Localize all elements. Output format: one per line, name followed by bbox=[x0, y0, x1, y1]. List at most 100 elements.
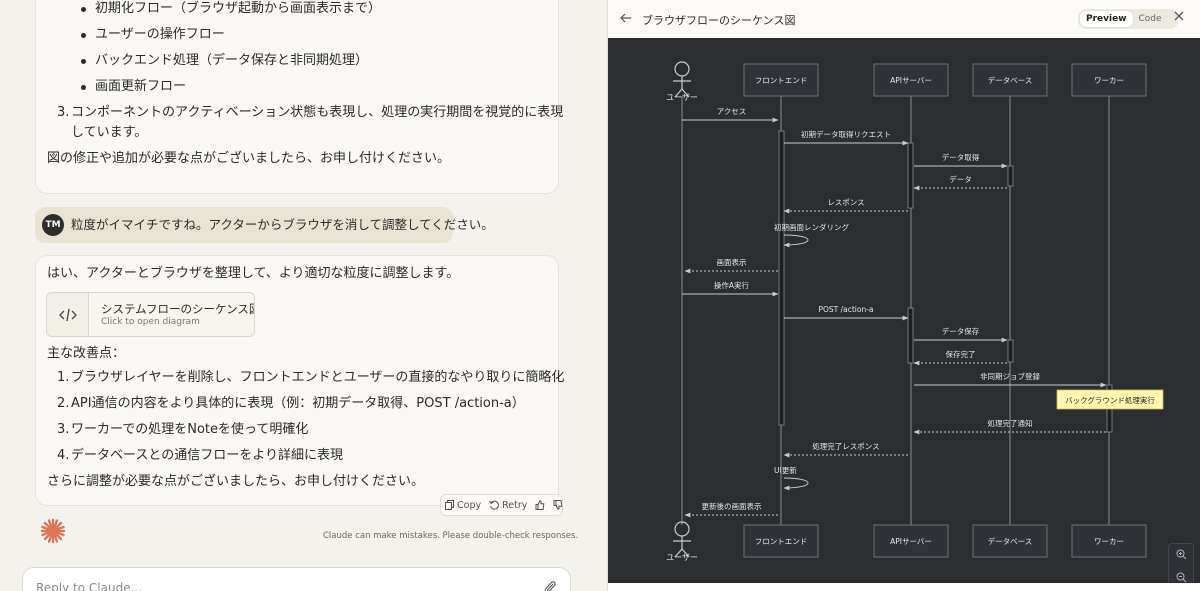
message-arrow-5 bbox=[783, 234, 809, 248]
participant-box-1-top bbox=[873, 63, 949, 97]
message-label-3: データ bbox=[949, 174, 972, 184]
message-label-2: データ取得 bbox=[942, 152, 980, 162]
actor-label-bottom: ユーザー bbox=[666, 553, 698, 562]
retry-label: Retry bbox=[502, 499, 528, 511]
participant-box-0-top bbox=[743, 63, 819, 97]
view-toggle: Preview Code bbox=[1078, 9, 1178, 29]
item-text: データベースとの通信フローをより詳細に表現 bbox=[71, 448, 343, 463]
back-arrow-icon[interactable] bbox=[620, 11, 632, 27]
copy-label: Copy bbox=[457, 499, 482, 511]
assistant-message-previous: 初期化フロー（ブラウザ起動から画面表示まで） ユーザーの操作フロー バックエンド… bbox=[35, 0, 563, 194]
thumbs-down-icon bbox=[553, 500, 563, 510]
assistant-message: はい、アクターとブラウザを整理して、より適切な粒度に調整します。 主な改善点： … bbox=[35, 255, 564, 506]
claude-logo-icon bbox=[40, 518, 66, 548]
item-text: ブラウザレイヤーを削除し、フロントエンドとユーザーの直接的なやり取りに簡略化 bbox=[71, 370, 565, 385]
bullet-text: 初期化フロー（ブラウザ起動から画面表示まで） bbox=[95, 1, 382, 16]
artifact-panel-title: ブラウザフローのシーケンス図 bbox=[642, 14, 796, 27]
participant-box-2-bottom bbox=[972, 524, 1048, 558]
chat-pane: 初期化フロー（ブラウザ起動から画面表示まで） ユーザーの操作フロー バックエンド… bbox=[22, 0, 579, 591]
item-number: 2. bbox=[57, 396, 70, 411]
artifact-card[interactable]: システムフローのシーケンス図 Click to open diagram bbox=[46, 292, 255, 337]
thumbs-up-button[interactable] bbox=[531, 500, 549, 510]
message-label-1: 初期データ取得リクエスト bbox=[801, 129, 891, 139]
copy-button[interactable]: Copy bbox=[441, 500, 485, 511]
improvements-heading: 主な改善点： bbox=[47, 346, 126, 361]
participant-box-3-top bbox=[1071, 63, 1147, 97]
artifact-panel: ブラウザフローのシーケンス図 Preview Code ユーザーユーザーフロント… bbox=[607, 0, 1200, 591]
participant-label-0-top: フロントエンド bbox=[755, 76, 808, 85]
reply-placeholder: Reply to Claude... bbox=[36, 581, 143, 591]
actor-leg-left-bottom bbox=[674, 548, 683, 558]
activation-bar-2 bbox=[907, 307, 914, 364]
message-label-13: 処理完了レスポンス bbox=[812, 441, 879, 451]
numbered-item: 3. コンポーネントのアクティベーション状態も表現し、処理の実行期間を視覚的に表… bbox=[57, 103, 563, 123]
item-number: 3. bbox=[57, 105, 70, 120]
message-label-14: UI更新 bbox=[774, 465, 797, 475]
note-box bbox=[1056, 389, 1164, 410]
retry-icon bbox=[489, 500, 499, 510]
item-text: API通信の内容をより具体的に表現（例：初期データ取得、POST /action… bbox=[71, 396, 525, 411]
message-label-4: レスポンス bbox=[827, 198, 864, 207]
attach-icon[interactable] bbox=[544, 580, 556, 591]
bullet-text: 画面更新フロー bbox=[95, 79, 187, 94]
activation-bar-3 bbox=[1007, 165, 1014, 187]
participant-label-1-bottom: APIサーバー bbox=[890, 537, 932, 546]
actor-head-top bbox=[674, 61, 690, 77]
participant-label-0-bottom: フロントエンド bbox=[755, 537, 808, 546]
message-label-0: アクセス bbox=[717, 107, 747, 116]
message-label-6: 画面表示 bbox=[717, 257, 747, 267]
participant-box-0-bottom bbox=[743, 524, 819, 558]
message-label-10: 保存完了 bbox=[946, 349, 976, 359]
note-text: バックグラウンド処理実行 bbox=[1065, 395, 1155, 405]
bullet-item: バックエンド処理（データ保存と非同期処理） bbox=[81, 51, 369, 71]
activation-bar-1 bbox=[907, 142, 914, 209]
item-number: 3. bbox=[57, 422, 70, 437]
thumbs-down-button[interactable] bbox=[549, 500, 567, 510]
bullet-item: ユーザーの操作フロー bbox=[81, 25, 225, 45]
zoom-out-icon[interactable] bbox=[1176, 572, 1187, 586]
retry-button[interactable]: Retry bbox=[485, 500, 531, 511]
actor-leg-left-top bbox=[674, 88, 683, 98]
user-message: TM 粒度がイマイチですね。アクターからブラウザを消して調整してください。 bbox=[35, 207, 494, 243]
reply-input[interactable]: Reply to Claude... bbox=[22, 567, 571, 591]
participant-box-3-bottom bbox=[1071, 524, 1147, 558]
response-intro: はい、アクターとブラウザを整理して、より適切な粒度に調整します。 bbox=[47, 266, 460, 281]
user-message-text: 粒度がイマイチですね。アクターからブラウザを消して調整してください。 bbox=[71, 217, 494, 232]
message-label-11: 非同期ジョブ登録 bbox=[980, 371, 1040, 381]
disclaimer-text: Claude can make mistakes. Please double-… bbox=[323, 531, 579, 541]
thumbs-up-icon bbox=[535, 500, 545, 510]
participant-label-3-bottom: ワーカー bbox=[1094, 537, 1124, 546]
tab-preview[interactable]: Preview bbox=[1080, 11, 1133, 27]
zoom-in-icon[interactable] bbox=[1176, 549, 1187, 563]
improvement-item: 3.ワーカーでの処理をNoteを使って明確化 bbox=[57, 420, 308, 440]
sequence-diagram-svg: ユーザーユーザーフロントエンドフロントエンドAPIサーバーAPIサーバーデータベ… bbox=[666, 61, 1164, 562]
message-label-12: 処理完了通知 bbox=[988, 418, 1033, 428]
message-actions: Copy Retry bbox=[440, 494, 563, 516]
actor-leg-right-bottom bbox=[681, 548, 690, 558]
participant-label-3-top: ワーカー bbox=[1094, 76, 1124, 85]
activation-bar-4 bbox=[1007, 339, 1014, 363]
tab-code[interactable]: Code bbox=[1138, 14, 1162, 24]
participant-box-2-top bbox=[972, 63, 1048, 97]
message-arrow-14 bbox=[783, 477, 809, 491]
response-closing: さらに調整が必要な点がございましたら、お申し付けください。 bbox=[47, 474, 425, 489]
activation-bar-0 bbox=[778, 130, 785, 426]
closing-text: 図の修正や追加が必要な点がございましたら、お申し付けください。 bbox=[47, 151, 451, 166]
participant-label-1-top: APIサーバー bbox=[890, 76, 932, 85]
participant-box-1-bottom bbox=[873, 524, 949, 558]
artifact-title: システムフローのシーケンス図 bbox=[101, 302, 255, 316]
message-label-15: 更新後の画面表示 bbox=[702, 501, 762, 511]
code-icon bbox=[47, 293, 89, 336]
participant-label-2-bottom: データベース bbox=[988, 536, 1033, 546]
item-number: 4. bbox=[57, 448, 70, 463]
actor-leg-right-top bbox=[681, 88, 690, 98]
bullet-text: バックエンド処理（データ保存と非同期処理） bbox=[95, 53, 369, 68]
improvement-item: 4.データベースとの通信フローをより詳細に表現 bbox=[57, 446, 343, 466]
item-text-continued: しています。 bbox=[71, 125, 148, 140]
message-label-8: POST /action-a bbox=[818, 305, 873, 314]
close-icon[interactable] bbox=[1174, 10, 1184, 25]
artifact-subtitle: Click to open diagram bbox=[101, 317, 200, 327]
message-label-9: データ保存 bbox=[942, 326, 980, 336]
message-label-5: 初期画面レンダリング bbox=[774, 222, 849, 232]
